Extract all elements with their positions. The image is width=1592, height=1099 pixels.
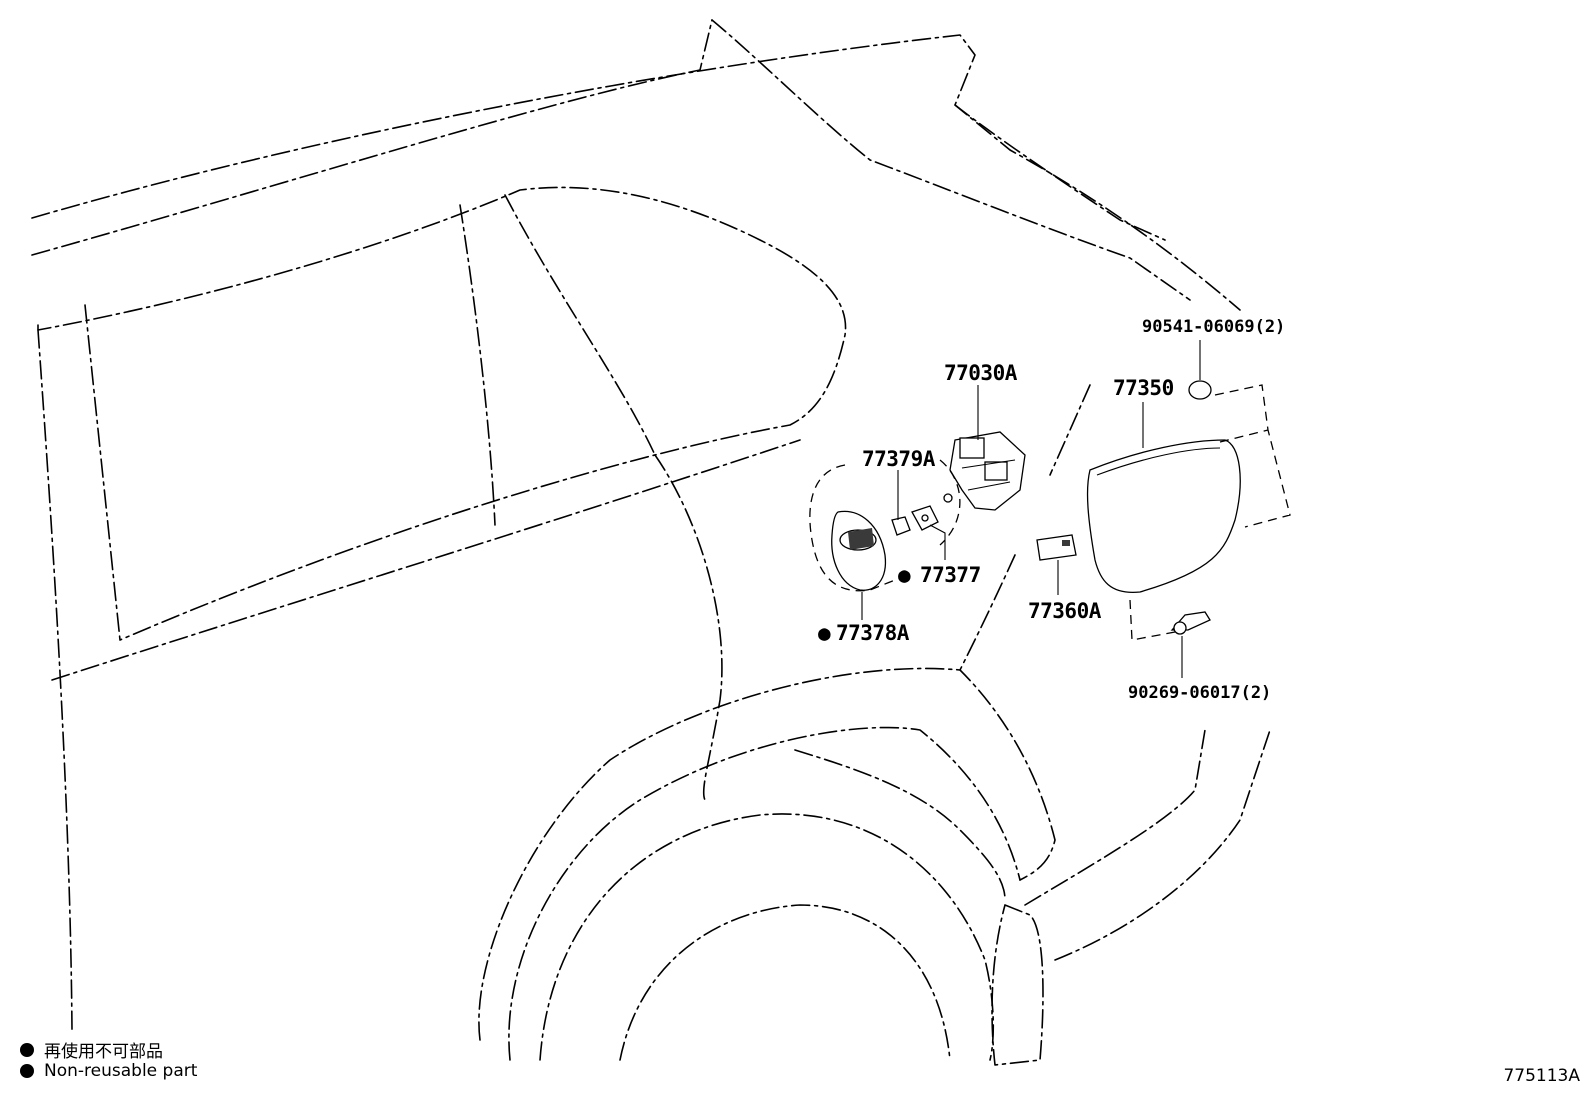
window-pillar-b	[459, 204, 496, 526]
belt-line	[51, 439, 801, 681]
wheel-tire	[539, 813, 995, 1061]
label-77360A: 77360A	[1028, 599, 1102, 623]
legend-dot-icon	[20, 1064, 34, 1078]
window-pillar-c	[504, 194, 656, 456]
wheel-arch-upper	[959, 554, 1016, 671]
fuel-filler-lid-edge	[1096, 447, 1221, 476]
label-77377: 77377	[920, 563, 981, 587]
fuel-lid-opener-77030A	[943, 431, 1026, 511]
fuel-door-area-line	[1049, 384, 1091, 476]
spoiler	[954, 104, 1166, 241]
marker-77378A: ●	[818, 621, 831, 645]
quarter-panel-line	[654, 454, 723, 801]
label-77379A: 77379A	[862, 447, 936, 471]
window-outline	[37, 186, 847, 641]
legend-dot-icon	[20, 1042, 34, 1057]
label-77378A: 77378A	[836, 621, 910, 645]
figure-code: 775113A	[1503, 1066, 1580, 1086]
fender-flare-inner	[508, 726, 1021, 1061]
legend-japanese: 再使用不可部品	[20, 1037, 163, 1062]
label-77030A: 77030A	[944, 361, 1018, 385]
screw-dash-box	[1129, 599, 1176, 641]
nut-90541	[1188, 380, 1212, 400]
fuel-filler-lid	[1086, 439, 1241, 594]
door-front-edge	[37, 329, 73, 1031]
clip-77379A	[891, 516, 911, 536]
screw-90269	[1170, 611, 1211, 635]
roof-line-upper	[31, 34, 1241, 311]
wheel-rim	[619, 904, 951, 1061]
label-90269-06017: 90269-06017(2)	[1128, 683, 1271, 703]
leader-77377	[929, 524, 946, 560]
roof-line-lower	[31, 19, 713, 256]
fender-flare-outer	[478, 667, 1056, 1041]
mud-flap	[991, 904, 1044, 1066]
marker-77377: ●	[898, 563, 911, 587]
legend-ja-text: 再使用不可部品	[44, 1042, 163, 1062]
label-90541-06069: 90541-06069(2)	[1142, 317, 1285, 337]
window-pillar-a	[84, 304, 121, 641]
fuel-inlet-group-outline	[809, 464, 896, 592]
label-77350: 77350	[1113, 376, 1174, 400]
arch-lip	[794, 749, 1006, 901]
roof-rail	[711, 19, 1191, 301]
legend-en-text: Non-reusable part	[44, 1061, 198, 1081]
legend-english: Non-reusable part	[20, 1061, 197, 1081]
label-plate-77360A	[1036, 534, 1077, 561]
rear-bumper-line-2	[1054, 729, 1271, 961]
opener-group-outline	[939, 459, 961, 546]
lid-mount-box-2	[1219, 429, 1269, 443]
rear-bumper-line	[1024, 729, 1206, 906]
fuel-inlet-box-77378A	[831, 510, 887, 591]
